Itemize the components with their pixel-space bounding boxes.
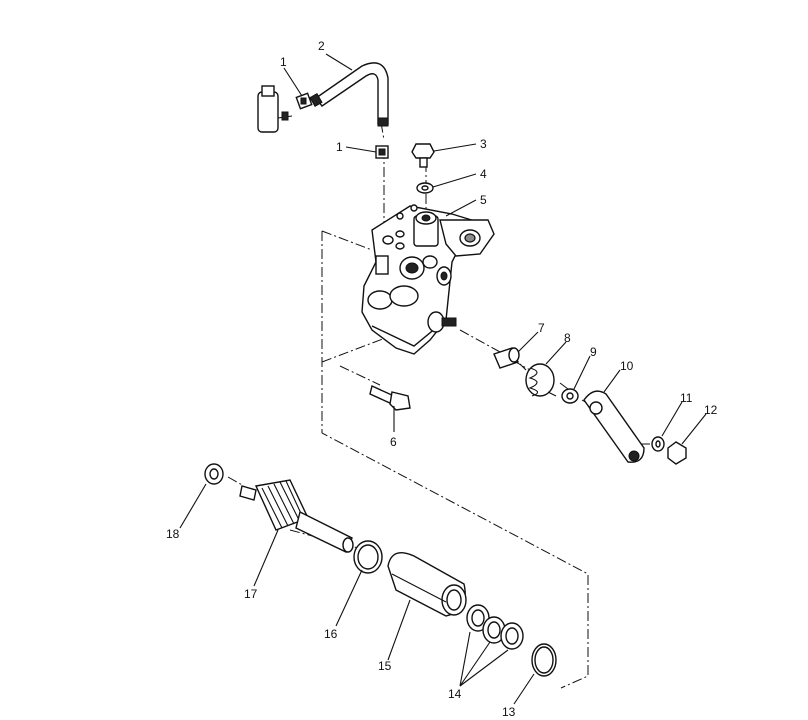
callout-11: 11 xyxy=(680,391,693,405)
callout-numbers: 1 2 1 3 4 5 6 7 8 9 10 11 12 13 14 15 16… xyxy=(166,39,718,719)
callout-6: 6 xyxy=(390,435,397,449)
callout-13: 13 xyxy=(502,705,516,719)
callout-1a: 1 xyxy=(280,55,287,69)
callout-1b: 1 xyxy=(336,140,343,154)
lever-nut xyxy=(667,441,687,465)
callout-12: 12 xyxy=(704,403,718,417)
mounting-bolt xyxy=(369,385,411,411)
callout-16: 16 xyxy=(324,627,338,641)
callout-18: 18 xyxy=(166,527,180,541)
callout-15: 15 xyxy=(378,659,392,673)
part-grommet-upper xyxy=(295,92,313,110)
leader-lines xyxy=(179,53,707,705)
callout-2: 2 xyxy=(318,39,325,53)
return-spring xyxy=(519,363,557,397)
shim-set xyxy=(466,604,524,650)
oil-hose xyxy=(309,62,389,127)
callout-4: 4 xyxy=(480,167,487,181)
callout-17: 17 xyxy=(244,587,258,601)
callout-3: 3 xyxy=(480,137,487,151)
drive-gear-shaft xyxy=(239,479,354,553)
callout-14: 14 xyxy=(448,687,462,701)
callout-8: 8 xyxy=(564,331,571,345)
part-hose-clamp xyxy=(375,145,389,159)
callout-10: 10 xyxy=(620,359,634,373)
callout-7: 7 xyxy=(538,321,545,335)
callout-9: 9 xyxy=(590,345,597,359)
pump-sleeve xyxy=(387,552,467,617)
bushing xyxy=(493,347,520,369)
oil-pump-body xyxy=(361,204,495,355)
control-lever xyxy=(583,390,645,463)
bleed-screw xyxy=(411,143,435,168)
check-valve-body xyxy=(257,85,293,133)
callout-5: 5 xyxy=(480,193,487,207)
